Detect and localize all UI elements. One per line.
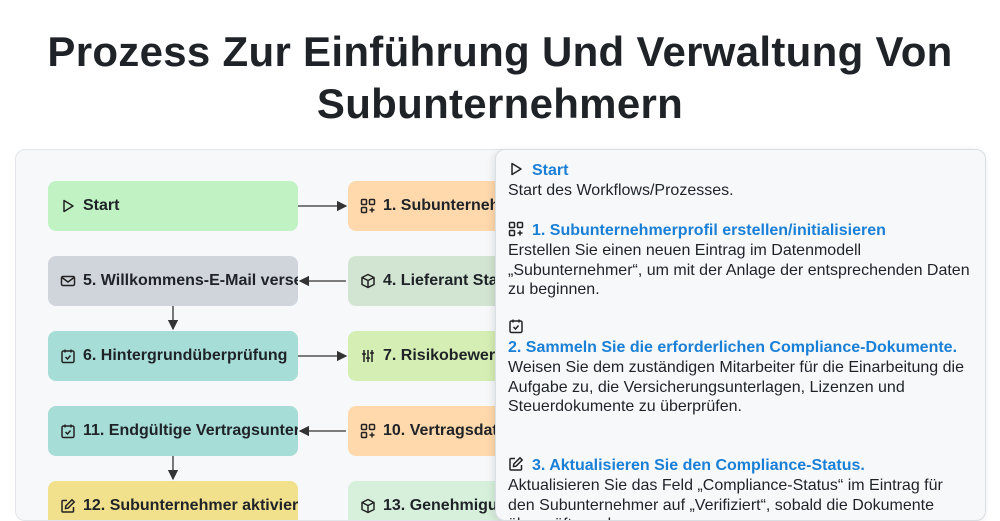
cube-icon bbox=[360, 498, 376, 514]
sliders-icon bbox=[360, 348, 376, 364]
play-icon bbox=[60, 198, 76, 214]
edit-icon bbox=[508, 456, 524, 472]
node-label: 10. Vertragsdaten bbox=[383, 422, 517, 439]
node-step-5[interactable]: 5. Willkommens-E-Mail versenden bbox=[48, 256, 298, 306]
page-title: Prozess Zur Einführung Und Verwaltung Vo… bbox=[47, 28, 953, 127]
detail-title[interactable]: 2. Sammeln Sie die erforderlichen Compli… bbox=[508, 339, 958, 356]
detail-step-1: 1. Subunternehmerprofil erstellen/initia… bbox=[508, 221, 973, 300]
node-label: 4. Lieferant Status bbox=[383, 272, 522, 289]
detail-description: Aktualisieren Sie das Feld „Compliance-S… bbox=[508, 477, 943, 520]
node-label: 11. Endgültige Vertragsunterzeichnung bbox=[83, 422, 298, 439]
detail-description: Weisen Sie dem zuständigen Mitarbeiter f… bbox=[508, 359, 964, 415]
grid-plus-icon bbox=[360, 198, 376, 214]
detail-start: Start Start des Workflows/Prozesses. bbox=[508, 161, 973, 201]
detail-step-2: 2. Sammeln Sie die erforderlichen Compli… bbox=[508, 318, 973, 417]
mail-icon bbox=[60, 273, 76, 289]
grid-plus-icon bbox=[360, 423, 376, 439]
node-start[interactable]: Start bbox=[48, 181, 298, 231]
detail-title[interactable]: Start bbox=[508, 161, 973, 180]
play-icon bbox=[508, 161, 524, 177]
node-label: 7. Risikobewertung bbox=[383, 347, 530, 364]
cube-icon bbox=[360, 273, 376, 289]
workflow-diagram: Start 1. Subunternehmerprofil erstellen/… bbox=[15, 149, 537, 521]
node-label: Start bbox=[83, 197, 120, 214]
calendar-check-icon bbox=[60, 423, 76, 439]
edit-icon bbox=[60, 498, 76, 514]
detail-description: Start des Workflows/Prozesses. bbox=[508, 182, 734, 199]
detail-title[interactable]: 3. Aktualisieren Sie den Compliance-Stat… bbox=[508, 456, 973, 475]
node-step-6[interactable]: 6. Hintergrundüberprüfung bbox=[48, 331, 298, 381]
node-step-12[interactable]: 12. Subunternehmer aktivieren bbox=[48, 481, 298, 520]
node-label: 6. Hintergrundüberprüfung bbox=[83, 347, 288, 364]
calendar-check-icon bbox=[60, 348, 76, 364]
detail-step-3: 3. Aktualisieren Sie den Compliance-Stat… bbox=[508, 456, 973, 520]
node-step-11[interactable]: 11. Endgültige Vertragsunterzeichnung bbox=[48, 406, 298, 456]
grid-plus-icon bbox=[508, 221, 524, 237]
detail-title[interactable]: 1. Subunternehmerprofil erstellen/initia… bbox=[508, 221, 973, 240]
node-label: 5. Willkommens-E-Mail versenden bbox=[83, 272, 298, 289]
step-details-panel: Start Start des Workflows/Prozesses. 1. … bbox=[495, 149, 986, 521]
calendar-check-icon bbox=[508, 318, 973, 336]
detail-description: Erstellen Sie einen neuen Eintrag im Dat… bbox=[508, 242, 970, 298]
connector-layer bbox=[167, 200, 348, 481]
